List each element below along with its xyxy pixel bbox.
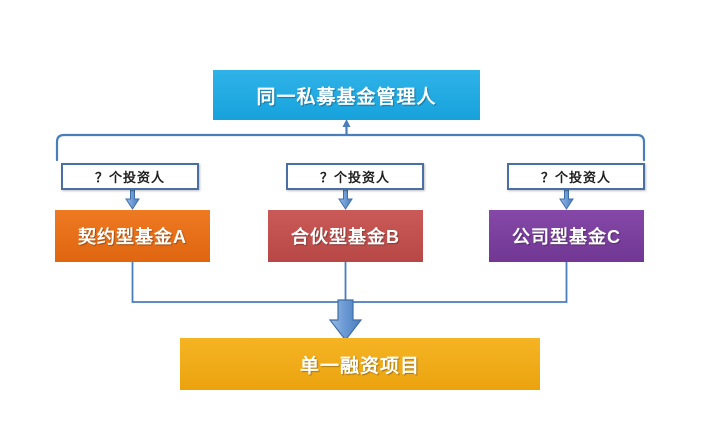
project-box-label: 单一融资项目 <box>299 355 420 377</box>
manager-box: 同一私募基金管理人 <box>213 70 480 120</box>
fund-box-partnership-label: 合伙型基金B <box>291 227 400 247</box>
fund-box-partnership: 合伙型基金B <box>268 210 423 262</box>
arrow-investor-to-fund-a <box>125 189 140 210</box>
investor-label-b: ？个投资人 <box>319 170 390 185</box>
manager-box-label: 同一私募基金管理人 <box>256 86 437 108</box>
investor-label-c: ？个投资人 <box>540 170 611 185</box>
fund-box-contractual-label: 契约型基金A <box>78 227 187 247</box>
investor-label-box-b: ？个投资人 <box>286 163 424 190</box>
project-box: 单一融资项目 <box>180 338 540 390</box>
fund-box-contractual: 契约型基金A <box>55 210 210 262</box>
bracket-connector <box>55 133 646 162</box>
fund-box-corporate-label: 公司型基金C <box>512 227 621 247</box>
bracket-stem-arrowhead <box>342 119 351 127</box>
investor-label-box-c: ？个投资人 <box>507 163 645 190</box>
investor-label-a: ？个投资人 <box>94 170 165 185</box>
dropper-fund-c <box>345 262 568 303</box>
arrow-funds-to-project <box>328 299 363 341</box>
arrow-investor-to-fund-c <box>559 189 574 210</box>
dropper-fund-a <box>131 262 346 303</box>
investor-label-box-a: ？个投资人 <box>61 163 199 190</box>
fund-box-corporate: 公司型基金C <box>489 210 644 262</box>
arrow-investor-to-fund-b <box>338 189 353 210</box>
